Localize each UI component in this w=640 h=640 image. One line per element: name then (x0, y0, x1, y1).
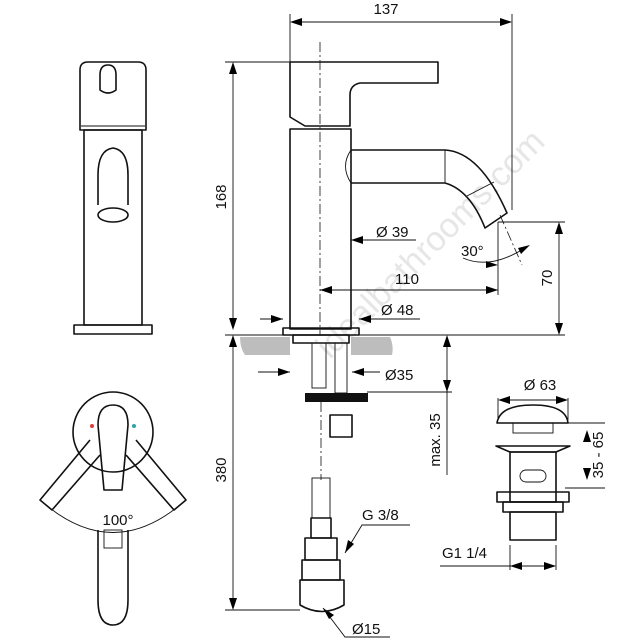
dimension-lines (225, 14, 565, 638)
label-base-diameter: Ø 48 (381, 302, 414, 319)
label-reach-110: 110 (395, 271, 419, 288)
countertop-installation (240, 334, 393, 480)
label-hose-diameter: Ø15 (352, 621, 380, 638)
label-waste-diameter: Ø 63 (524, 377, 557, 394)
faucet-side-view (73, 61, 153, 335)
label-height-168: 168 (213, 184, 230, 209)
pop-up-waste (440, 396, 605, 570)
label-hose-length: 380 (213, 457, 230, 482)
label-spout-height: 70 (539, 270, 556, 287)
hose-connector (299, 477, 345, 613)
label-width-137: 137 (373, 1, 398, 18)
label-spout-angle: 30° (461, 243, 484, 260)
label-max-thickness: max. 35 (427, 413, 444, 466)
faucet-top-view (39, 391, 187, 626)
label-waste-thread: G1 1/4 (442, 545, 487, 562)
label-body-diameter: Ø 39 (376, 224, 409, 241)
faucet-front-view (282, 42, 523, 336)
label-lever-rotation: 100° (102, 512, 133, 529)
dimension-labels: 137 168 Ø 39 30° 110 Ø 48 70 Ø35 max. 35… (102, 1, 607, 638)
label-waste-range: 35 - 65 (590, 432, 607, 479)
label-hose-thread: G 3/8 (362, 507, 399, 524)
label-hole-diameter: Ø35 (385, 367, 413, 384)
